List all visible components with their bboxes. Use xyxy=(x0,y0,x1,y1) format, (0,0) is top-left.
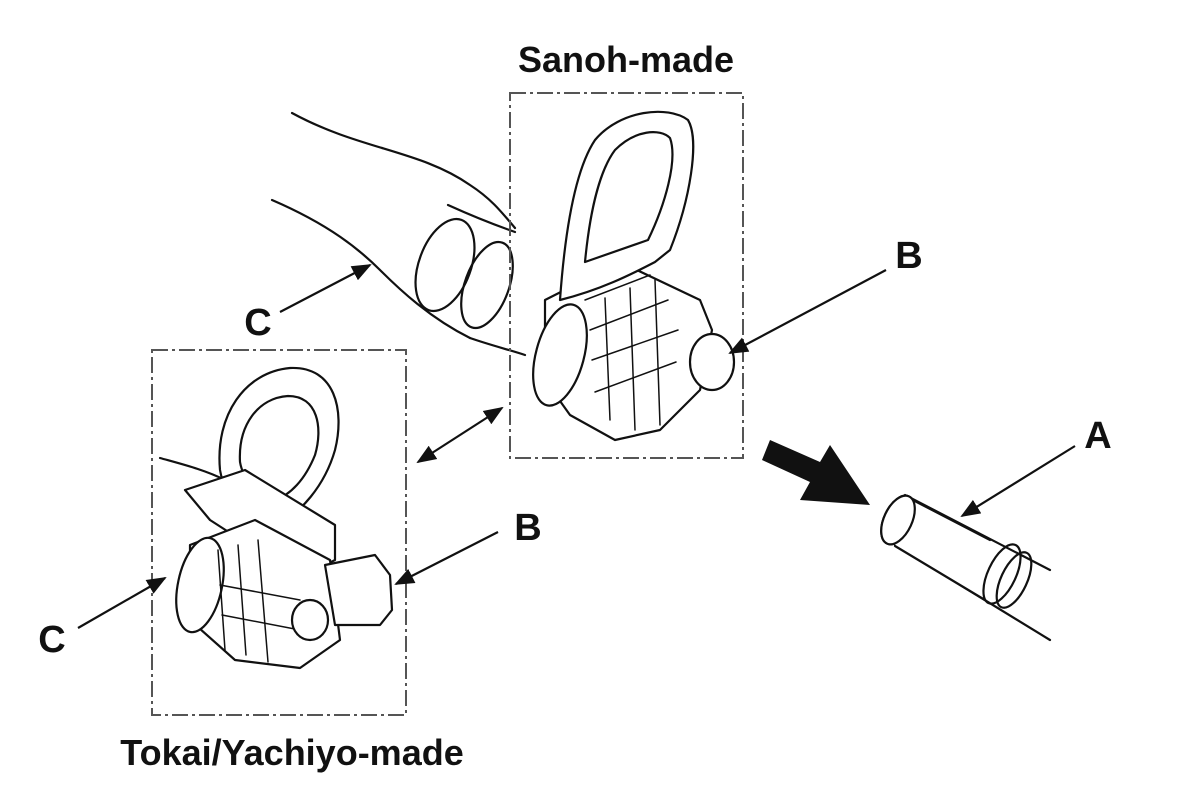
callout-a: A xyxy=(1084,415,1111,457)
callout-c-upper: C xyxy=(244,302,271,344)
sanoh-connector xyxy=(532,110,736,442)
fuel-hose-upper xyxy=(270,111,527,357)
tokai-yachiyo-caption: Tokai/Yachiyo-made xyxy=(120,732,463,773)
leader-c-upper xyxy=(279,264,372,313)
leader-b-upper xyxy=(728,269,887,354)
callout-c-lower: C xyxy=(38,619,65,661)
pull-direction-arrow xyxy=(762,440,870,505)
tokai-frame xyxy=(151,349,407,716)
interchangeable-arrow xyxy=(416,406,504,464)
leader-a xyxy=(960,445,1076,518)
sanoh-caption: Sanoh-made xyxy=(518,39,734,80)
callout-b-upper: B xyxy=(895,235,922,277)
leader-b-lower xyxy=(394,531,499,585)
callout-b-lower: B xyxy=(514,507,541,549)
fuel-pipe xyxy=(880,493,1052,642)
tokai-yachiyo-connector xyxy=(158,366,394,670)
sanoh-frame xyxy=(509,92,744,459)
leader-c-lower xyxy=(77,577,167,629)
